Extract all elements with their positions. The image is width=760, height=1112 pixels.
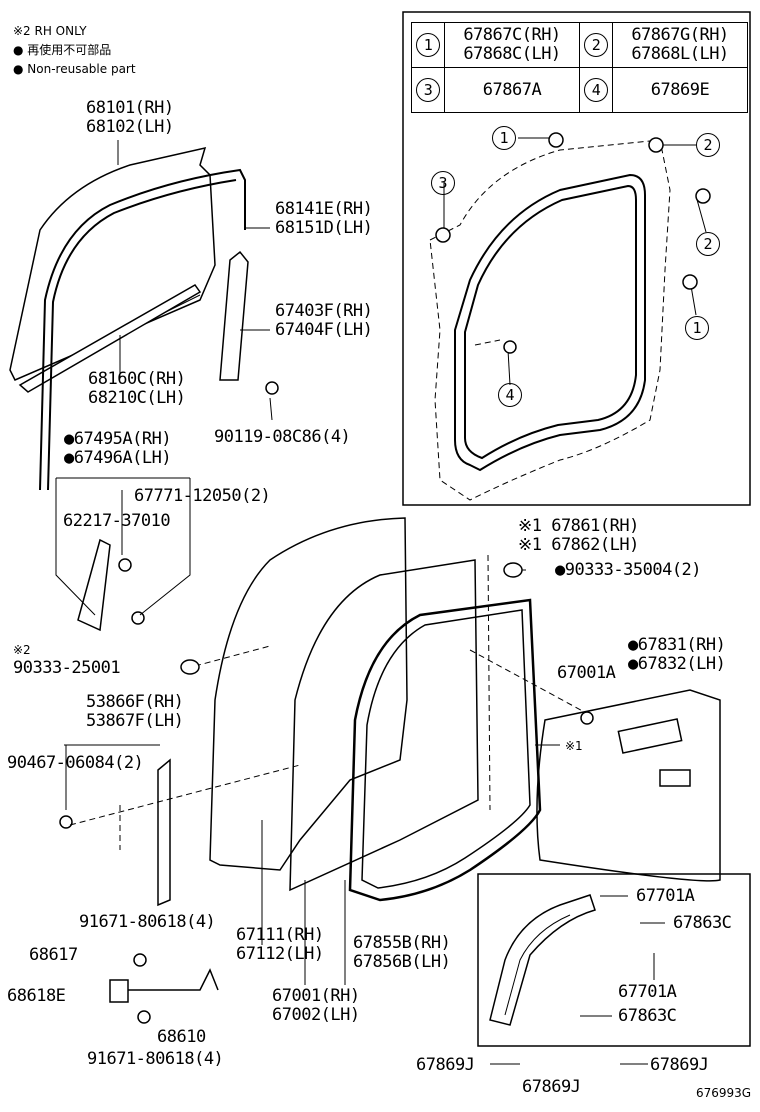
clip-67771-label: 67771-12050(2) (134, 486, 271, 506)
ref-number-3: 3 (416, 78, 440, 102)
bolt-90467-label: 90467-06084(2) (7, 753, 144, 773)
clip-67869j-center-label: 67869J (522, 1077, 581, 1097)
inset-weatherstrip (454, 173, 646, 472)
inset-frame (402, 11, 751, 506)
door-panel-label-lh: 67112(LH) (236, 944, 324, 964)
inset-leaders (443, 137, 707, 386)
pin-68617-label: 68617 (29, 945, 78, 965)
division-bar-label-rh: 67403F(RH) (275, 301, 373, 321)
inset-dash-outline (429, 139, 671, 501)
glass-label-lh: 68102(LH) (86, 117, 174, 137)
plug-ovals (180, 562, 594, 725)
inset-frame-bottom (477, 873, 751, 1047)
clip-67863c-bottom-label: 67863C (618, 1006, 677, 1026)
clip-67001a-label: 67001A (557, 663, 616, 683)
glass-channel-label-rh: 68160C(RH) (88, 369, 186, 389)
rh-only-note: ※2 RH ONLY (13, 24, 87, 38)
ref-number-2: 2 (584, 33, 608, 57)
clip-67869j-right-label: 67869J (650, 1055, 709, 1075)
service-cover-label-lh: ●67832(LH) (628, 654, 726, 674)
inset-callout: 4 (498, 383, 522, 407)
door-panel-label-rh: 67111(RH) (236, 925, 324, 945)
reference-table: 1 67867C(RH)67868C(LH) 2 67867G(RH)67868… (411, 22, 748, 113)
inset-clips (435, 132, 711, 354)
clip-67863c-top-label: 67863C (673, 913, 732, 933)
run-channel-label-rh: 68141E(RH) (275, 199, 373, 219)
ref-part: 67867A (444, 67, 580, 113)
division-bar-label-lh: 67404F(LH) (275, 320, 373, 340)
service-cover-label-rh: ●67831(RH) (628, 635, 726, 655)
inset-callout: 2 (696, 232, 720, 256)
run-channel (39, 168, 246, 491)
frame-mirror-label-lh: ●67496A(LH) (64, 448, 172, 468)
plug-90333-35004-label: ●90333-35004(2) (555, 560, 702, 580)
non-reusable-note-en: ● Non-reusable part (13, 62, 136, 76)
check-68610-label: 68610 (157, 1027, 206, 1047)
plug-rh-only-mark: ※2 (13, 643, 31, 657)
belt-seal (489, 894, 596, 1026)
check-68618e-label: 68618E (7, 986, 66, 1006)
ref-part: 67868L(LH) (631, 44, 729, 64)
run-channel-label-lh: 68151D(LH) (275, 218, 373, 238)
non-reusable-note-jp: ● 再使用不可部品 (13, 43, 112, 57)
inset-callout: 3 (431, 171, 455, 195)
seal-67855-label-lh: 67856B(LH) (353, 952, 451, 972)
inset-callout: 1 (492, 126, 516, 150)
hinge-part (59, 758, 171, 907)
belt-seal-leaders (490, 895, 665, 1065)
bolt-90119-label: 90119-08C86(4) (214, 427, 351, 447)
service-cover-panel (536, 689, 721, 882)
division-bar (219, 250, 279, 395)
ref-number-4: 4 (584, 78, 608, 102)
clip-67701a-bottom-label: 67701A (618, 982, 677, 1002)
hinge-label-rh: 53866F(RH) (86, 692, 184, 712)
door-leaders (64, 744, 560, 985)
figure-number: 676993G (696, 1086, 752, 1100)
door-glass (9, 146, 216, 393)
door-assy-label-lh: 67002(LH) (272, 1005, 360, 1025)
bolt-91671-bottom-label: 91671-80618(4) (87, 1049, 224, 1069)
glass-channel-label-lh: 68210C(LH) (88, 388, 186, 408)
ref-part: 67867G(RH) (631, 25, 729, 45)
door-shell (209, 517, 542, 902)
inset-callout: 2 (696, 133, 720, 157)
bolt-91671-top-label: 91671-80618(4) (79, 912, 216, 932)
weatherstrip-label-rh: ※1 67861(RH) (518, 516, 639, 536)
ref-part: 67869E (612, 67, 748, 113)
clip-62217-label: 62217-37010 (63, 511, 171, 531)
door-check (109, 953, 219, 1024)
frame-mirror-label-rh: ●67495A(RH) (64, 429, 172, 449)
seal-67855-label-rh: 67855B(RH) (353, 933, 451, 953)
ref-number-1: 1 (416, 33, 440, 57)
glass-label-rh: 68101(RH) (86, 98, 174, 118)
mirror-frame-bracket (55, 477, 191, 632)
clip-67701a-top-label: 67701A (636, 886, 695, 906)
glass-leaders (117, 140, 273, 421)
weatherstrip-mark: ※1 (565, 739, 583, 753)
plug-90333-25001-label: 90333-25001 (13, 658, 121, 678)
inset-callout: 1 (685, 316, 709, 340)
hinge-label-lh: 53867F(LH) (86, 711, 184, 731)
weatherstrip-label-lh: ※1 67862(LH) (518, 535, 639, 555)
clip-67869j-left-label: 67869J (416, 1055, 475, 1075)
ref-part: 67868C(LH) (463, 44, 561, 64)
door-assy-label-rh: 67001(RH) (272, 986, 360, 1006)
ref-part: 67867C(RH) (463, 25, 561, 45)
